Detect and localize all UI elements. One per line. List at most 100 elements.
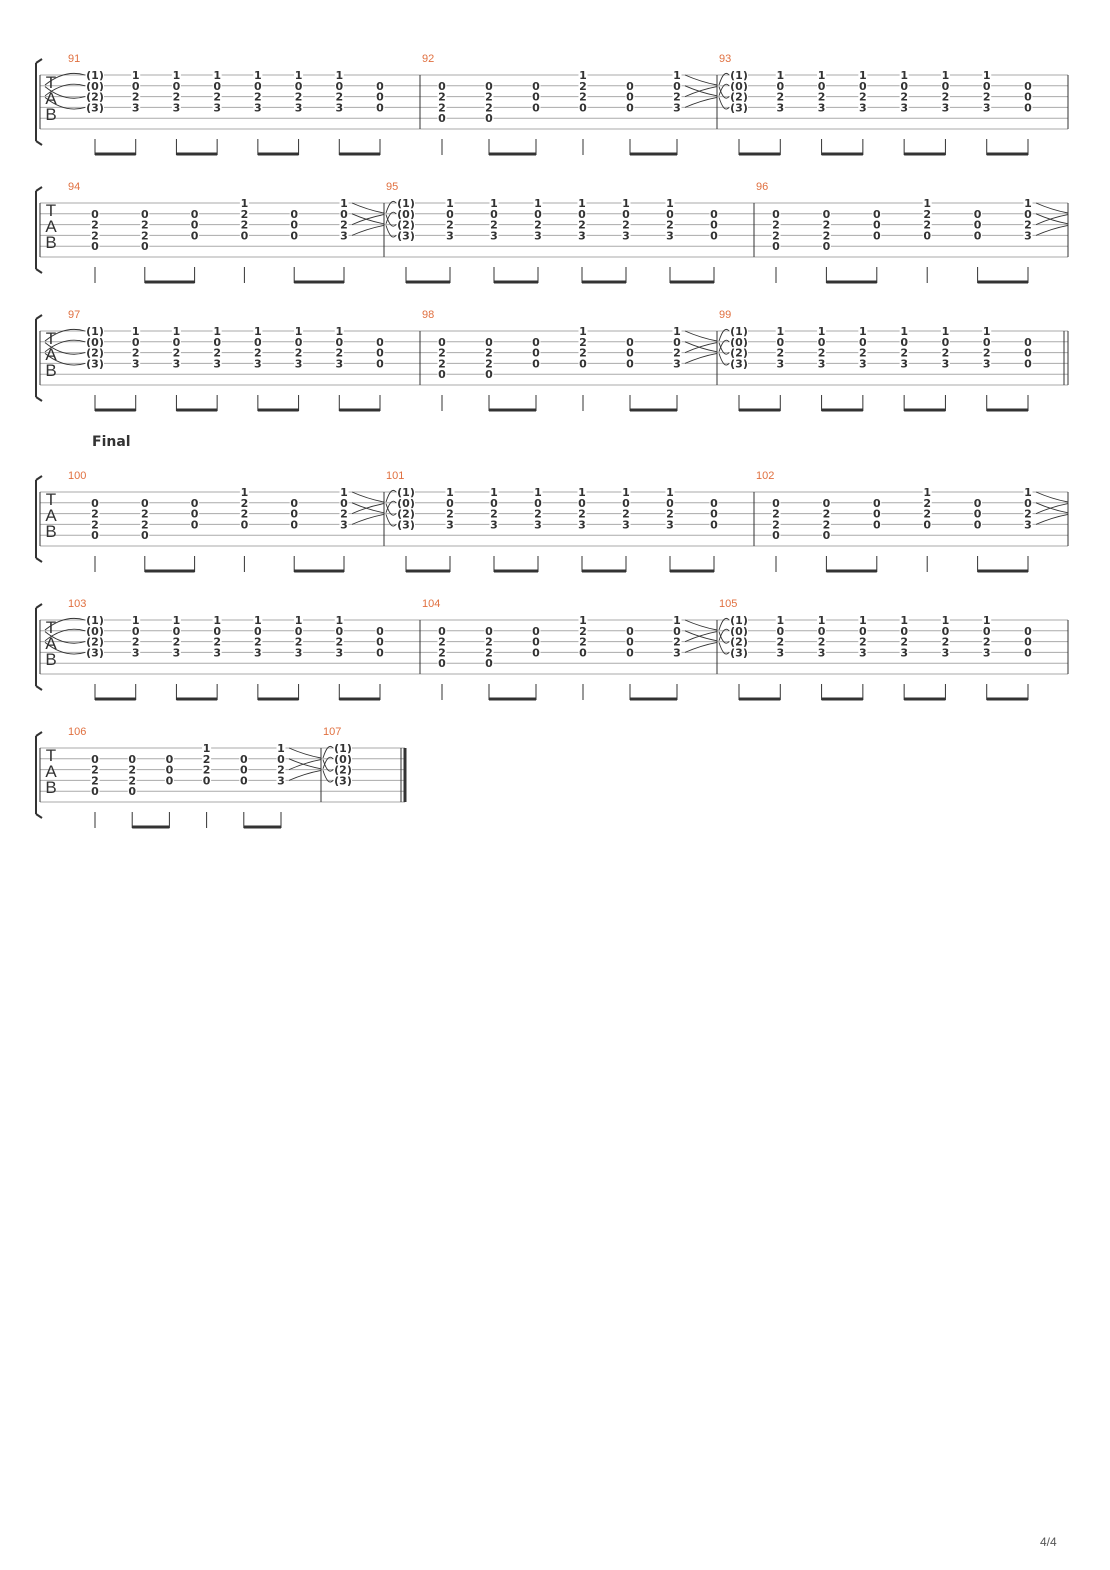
fret-mask <box>294 101 304 113</box>
fret-number: 2 <box>673 347 681 360</box>
fret-number: 0 <box>438 657 446 670</box>
fret-mask <box>533 486 543 498</box>
fret-mask <box>86 636 104 648</box>
fret-mask <box>578 80 588 92</box>
fret-number: 2 <box>141 229 149 242</box>
fret-number: 3 <box>983 646 991 659</box>
fret-number: 2 <box>446 219 454 232</box>
fret-mask <box>276 774 286 786</box>
fret-number: 0 <box>579 101 587 114</box>
fret-mask <box>484 636 494 648</box>
fret-number: 0 <box>446 208 454 221</box>
fret-mask <box>171 614 181 626</box>
fret-number: 0 <box>141 529 149 542</box>
fret-mask <box>899 91 909 103</box>
fret-number: 1 <box>983 614 991 627</box>
tie-curve <box>44 617 86 631</box>
fret-mask <box>489 219 499 231</box>
tie-curve <box>718 631 730 644</box>
fret-mask <box>922 518 932 530</box>
fret-number: 0 <box>666 208 674 221</box>
fret-mask <box>621 497 631 509</box>
fret-number: 2 <box>490 219 498 232</box>
fret-number: 1 <box>983 69 991 82</box>
fret-number: 0 <box>91 753 99 766</box>
fret-number: 3 <box>254 646 262 659</box>
fret-mask <box>533 508 543 520</box>
fret-mask <box>709 208 719 220</box>
fret-mask <box>531 357 541 369</box>
fret-number: 1 <box>1024 197 1032 210</box>
fret-mask <box>334 101 344 113</box>
fret-mask <box>533 197 543 209</box>
fret-number: 2 <box>900 347 908 360</box>
fret-number: 0 <box>277 753 285 766</box>
fret-number: 0 <box>532 357 540 370</box>
fret-mask <box>131 646 141 658</box>
fret-mask <box>212 357 222 369</box>
fret-number: 1 <box>340 486 348 499</box>
fret-number: 3 <box>335 646 343 659</box>
fret-number: (3) <box>397 518 415 531</box>
fret-mask <box>817 80 827 92</box>
tie-curve <box>684 85 718 97</box>
measure-number: 99 <box>719 309 731 321</box>
fret-mask <box>171 636 181 648</box>
fret-mask <box>973 518 983 530</box>
fret-mask <box>131 357 141 369</box>
fret-mask <box>212 91 222 103</box>
fret-number: 0 <box>772 240 780 253</box>
fret-mask <box>858 101 868 113</box>
fret-mask <box>533 497 543 509</box>
fret-mask <box>1023 219 1033 231</box>
fret-mask <box>982 646 992 658</box>
fret-number: 1 <box>213 325 221 338</box>
fret-number: 1 <box>859 325 867 338</box>
fret-mask <box>397 197 415 209</box>
fret-mask <box>171 336 181 348</box>
fret-number: 3 <box>983 101 991 114</box>
fret-number: 2 <box>622 219 630 232</box>
measure-number: 105 <box>719 598 737 610</box>
fret-number: 0 <box>578 497 586 510</box>
fret-number: 3 <box>446 518 454 531</box>
fret-number: 1 <box>173 69 181 82</box>
fret-number: 0 <box>254 625 262 638</box>
fret-number: 0 <box>290 518 298 531</box>
fret-number: 1 <box>173 614 181 627</box>
fret-number: 0 <box>128 785 136 798</box>
fret-mask <box>672 614 682 626</box>
fret-number: 3 <box>132 646 140 659</box>
fret-number: 3 <box>776 646 784 659</box>
fret-number: (0) <box>86 625 104 638</box>
fret-number: 1 <box>213 69 221 82</box>
fret-mask <box>730 347 748 359</box>
fret-number: (3) <box>86 357 104 370</box>
fret-mask <box>86 357 104 369</box>
fret-mask <box>334 646 344 658</box>
fret-mask <box>982 625 992 637</box>
fret-mask <box>578 625 588 637</box>
fret-number: 2 <box>579 336 587 349</box>
fret-mask <box>775 347 785 359</box>
fret-mask <box>375 357 385 369</box>
fret-number: 0 <box>873 508 881 521</box>
tab-system: TAB91(1)(0)(2)(3)10231023102310231023102… <box>35 53 1069 156</box>
fret-mask <box>940 625 950 637</box>
fret-mask <box>131 91 141 103</box>
fret-number: 3 <box>859 101 867 114</box>
fret-mask <box>621 229 631 241</box>
fret-mask <box>253 325 263 337</box>
fret-number: 0 <box>295 625 303 638</box>
fret-mask <box>445 208 455 220</box>
measure: 103(1)(0)(2)(3)1023102310231023102310230… <box>44 598 385 701</box>
fret-mask <box>289 497 299 509</box>
fret-number: 3 <box>277 774 285 787</box>
fret-number: 0 <box>532 347 540 360</box>
tab-system: TAB1060220022000012200001023107(1)(0)(2)… <box>35 726 407 829</box>
measure-number: 102 <box>756 470 774 482</box>
fret-mask <box>489 497 499 509</box>
fret-mask <box>922 219 932 231</box>
fret-mask <box>665 219 675 231</box>
tie-curve <box>385 489 397 503</box>
